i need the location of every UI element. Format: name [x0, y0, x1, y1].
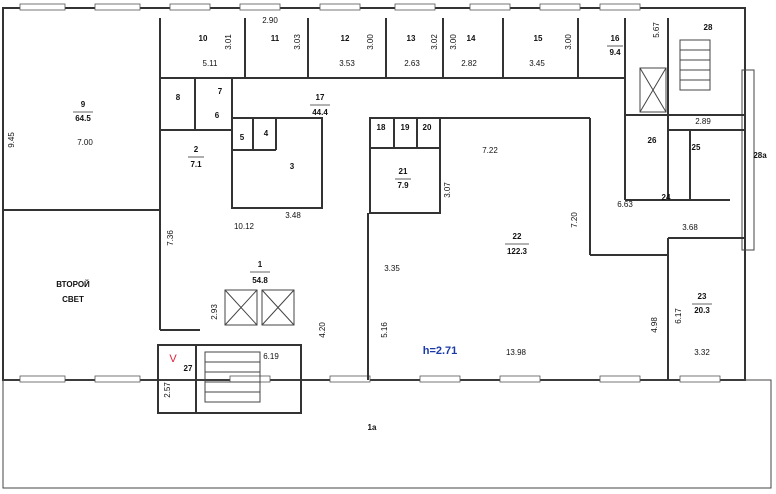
room-19: 19	[401, 123, 410, 132]
room-16: 16	[611, 34, 620, 43]
dim: 5.67	[652, 22, 661, 38]
room-17: 17	[316, 93, 325, 102]
dim: 2.57	[163, 382, 172, 398]
second-light-line1: ВТОРОЙ	[56, 280, 90, 289]
room-10: 10	[199, 34, 208, 43]
room-7: 7	[218, 87, 223, 96]
room-1-area: 54.8	[252, 276, 268, 285]
room-labels: 1 54.8 2 7.1 3 4 5 6 7 8 9 64.5 10 11 12…	[56, 23, 767, 432]
dim: 3.03	[293, 34, 302, 50]
dim: 3.00	[366, 34, 375, 50]
room-23: 23	[698, 292, 707, 301]
room-17-area: 44.4	[312, 108, 328, 117]
dim: 6.17	[674, 308, 683, 324]
dim: 2.63	[404, 59, 420, 68]
dim: 3.35	[384, 264, 400, 273]
dimension-labels: 2.90 3.01 3.03 3.00 3.02 3.00 3.00 5.67 …	[7, 16, 711, 398]
room-22-area: 122.3	[507, 247, 528, 256]
room-12: 12	[341, 34, 350, 43]
dim: 7.20	[570, 212, 579, 228]
dim: 3.48	[285, 211, 301, 220]
marker-v: V	[169, 353, 177, 365]
dim: 4.20	[318, 322, 327, 338]
room-25: 25	[692, 143, 701, 152]
room-21-area: 7.9	[397, 181, 409, 190]
room-9: 9	[81, 100, 86, 109]
room-13: 13	[407, 34, 416, 43]
outer-wall	[2, 7, 746, 381]
dim: 3.68	[682, 223, 698, 232]
room-24: 24	[662, 193, 671, 202]
room-28: 28	[704, 23, 713, 32]
elevator-shafts	[224, 67, 667, 326]
dim: 3.00	[564, 34, 573, 50]
ceiling-height: h=2.71	[423, 345, 458, 357]
dim: 3.01	[224, 34, 233, 50]
room-21: 21	[399, 167, 408, 176]
room-16-area: 9.4	[609, 48, 621, 57]
dim: 3.07	[443, 182, 452, 198]
room-27: 27	[184, 364, 193, 373]
room-9-area: 64.5	[75, 114, 91, 123]
dim: 2.90	[262, 16, 278, 25]
room-11: 11	[271, 34, 280, 43]
room-6: 6	[215, 111, 220, 120]
room-23-area: 20.3	[694, 306, 710, 315]
balcony-1a	[2, 379, 772, 489]
interior-walls	[3, 18, 745, 414]
dim: 13.98	[506, 348, 527, 357]
dim: 9.45	[7, 132, 16, 148]
dim: 6.63	[617, 200, 633, 209]
room-18: 18	[377, 123, 386, 132]
room-1: 1	[258, 260, 263, 269]
room-20: 20	[423, 123, 432, 132]
room-14: 14	[467, 34, 476, 43]
room-1a: 1a	[368, 423, 377, 432]
dim: 7.00	[77, 138, 93, 147]
second-light-line2: СВЕТ	[62, 295, 84, 304]
dim: 3.02	[430, 34, 439, 50]
room-22: 22	[513, 232, 522, 241]
room-28a: 28a	[753, 151, 767, 160]
room-15: 15	[534, 34, 543, 43]
room-5: 5	[240, 133, 245, 142]
room-28a-strip	[741, 69, 755, 251]
dim: 3.53	[339, 59, 355, 68]
room-8: 8	[176, 93, 181, 102]
dim: 6.19	[263, 352, 279, 361]
dim: 5.16	[380, 322, 389, 338]
dim: 2.89	[695, 117, 711, 126]
room-2: 2	[194, 145, 199, 154]
dim: 2.82	[461, 59, 477, 68]
dim: 3.32	[694, 348, 710, 357]
room-3: 3	[290, 162, 295, 171]
dim: 7.36	[166, 230, 175, 246]
dim: 5.11	[203, 59, 219, 68]
dim: 3.45	[529, 59, 545, 68]
room-4: 4	[264, 129, 269, 138]
dim: 10.12	[234, 222, 255, 231]
dim: 3.00	[449, 34, 458, 50]
dim: 2.93	[210, 304, 219, 320]
dim: 4.98	[650, 317, 659, 333]
stairs	[204, 39, 711, 403]
room-2-area: 7.1	[190, 160, 202, 169]
dim: 7.22	[482, 146, 498, 155]
windows	[19, 3, 721, 383]
room-26: 26	[648, 136, 657, 145]
